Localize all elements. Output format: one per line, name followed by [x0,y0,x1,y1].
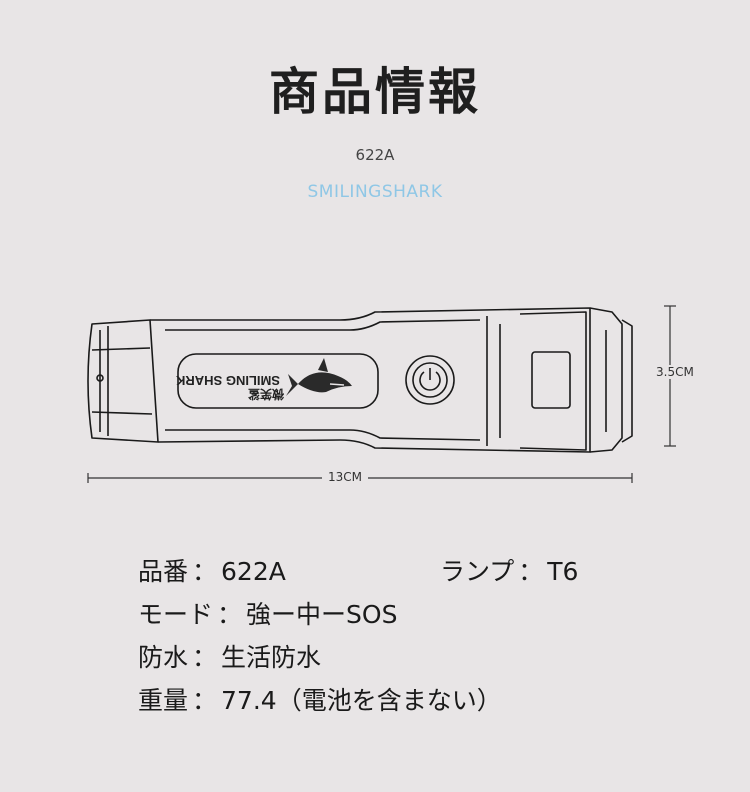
spec-weight-value: 77.4（電池を含まない） [221,686,502,715]
spec-separator: ： [192,643,218,672]
spec-mode: モード：強ー中ーSOS [138,595,397,631]
spec-waterproof-value: 生活防水 [221,643,322,672]
spec-lamp-label: ランプ [440,557,515,586]
spec-weight: 重量：77.4（電池を含まない） [138,681,502,717]
flashlight-illustration: SMILING SHARK 微笑鲨 [87,305,676,483]
page-title: 商品情報 [269,63,481,121]
spec-separator: ： [192,557,218,586]
spec-waterproof: 防水：生活防水 [138,638,321,674]
width-dimension-label: 13CM [322,470,369,484]
height-dimension-label: 3.5CM [650,365,700,379]
flashlight-figure: SMILING SHARK 微笑鲨 3.5CM 13CM [0,290,750,490]
flashlight-brand-text-cn: 微笑鲨 [248,387,285,402]
spec-model-label: 品番 [138,557,189,586]
spec-lamp: ランプ：T6 [440,552,578,588]
spec-weight-label: 重量 [138,686,189,715]
spec-separator: ： [518,557,544,586]
brand-name: SMILINGSHARK [307,182,443,202]
spec-mode-label: モード [138,600,214,629]
spec-mode-value: 強ー中ーSOS [246,600,398,629]
flashlight-brand-text: SMILING SHARK [175,373,280,388]
spec-model: 品番：622A [138,552,286,588]
spec-separator: ： [217,600,243,629]
spec-separator: ： [192,686,218,715]
spec-waterproof-label: 防水 [138,643,189,672]
model-number: 622A [355,146,395,164]
spec-model-value: 622A [221,557,286,586]
spec-lamp-value: T6 [547,557,579,586]
